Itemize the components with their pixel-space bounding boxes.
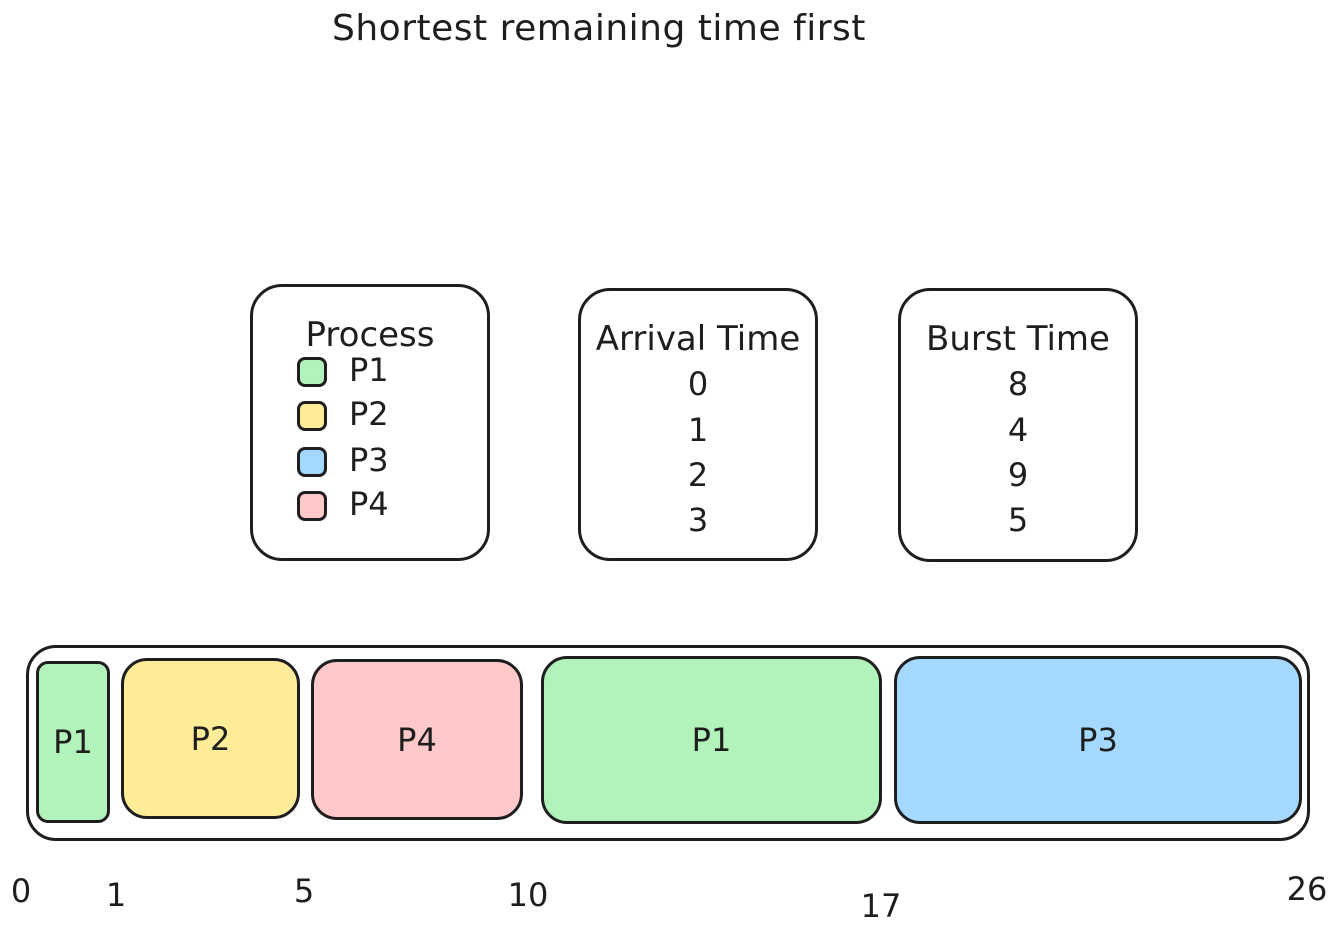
gantt-segment-label: P2 [190, 719, 231, 758]
arrival-time-value: 0 [687, 365, 709, 403]
burst-time-value: 8 [1007, 365, 1029, 403]
legend-swatch-p1 [297, 357, 327, 387]
burst-time-value: 4 [1007, 411, 1029, 449]
process-table: Process P1 P2 P3 P4 [250, 284, 490, 561]
time-tick: 26 [1286, 870, 1328, 908]
process-table-header: Process [305, 315, 435, 355]
legend-label-p1: P1 [349, 351, 389, 389]
arrival-time-value: 2 [687, 456, 709, 494]
gantt-segment: P1 [541, 656, 882, 824]
legend-swatch-p4 [297, 491, 327, 521]
burst-time-value: 5 [1007, 501, 1029, 539]
gantt-segment: P3 [894, 656, 1302, 824]
gantt-segment-label: P4 [397, 720, 437, 759]
arrival-time-header: Arrival Time [595, 319, 801, 359]
gantt-segment: P4 [311, 659, 523, 820]
time-tick: 10 [507, 876, 549, 914]
diagram-title: Shortest remaining time first [332, 8, 866, 49]
legend-swatch-p2 [297, 401, 327, 431]
burst-time-value: 9 [1007, 456, 1029, 494]
legend-label-p2: P2 [349, 395, 389, 433]
gantt-segment: P1 [36, 661, 110, 823]
arrival-time-value: 3 [687, 501, 709, 539]
time-tick: 5 [293, 872, 315, 910]
burst-time-table: Burst Time 8 4 9 5 [898, 288, 1138, 562]
time-tick: 17 [860, 887, 902, 925]
gantt-chart [26, 645, 1310, 841]
time-tick: 1 [105, 876, 127, 914]
legend-label-p4: P4 [349, 485, 389, 523]
arrival-time-table: Arrival Time 0 1 2 3 [578, 288, 818, 561]
legend-swatch-p3 [297, 447, 327, 477]
gantt-segment-label: P1 [691, 721, 732, 759]
time-tick: 0 [10, 872, 32, 910]
burst-time-header: Burst Time [926, 319, 1110, 359]
gantt-segment-label: P1 [53, 723, 93, 761]
gantt-segment: P2 [121, 658, 300, 819]
legend-label-p3: P3 [349, 441, 389, 479]
gantt-segment-label: P3 [1078, 721, 1118, 759]
arrival-time-value: 1 [687, 411, 709, 449]
